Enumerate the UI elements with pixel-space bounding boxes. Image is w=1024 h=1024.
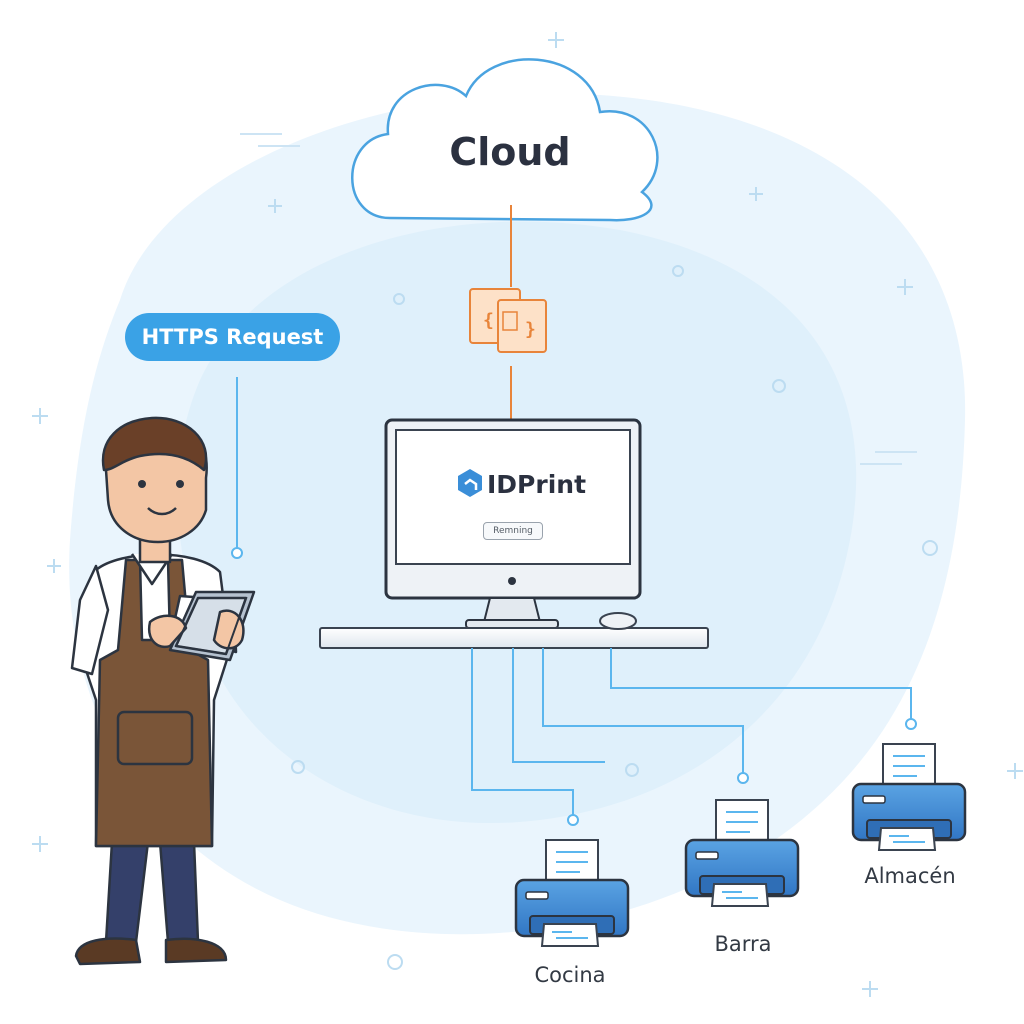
svg-text:{: { bbox=[483, 310, 494, 331]
cloud-icon bbox=[351, 58, 659, 222]
computer-monitor bbox=[384, 418, 642, 629]
printer-label-barra: Barra bbox=[714, 932, 772, 956]
sparkle-decoration bbox=[32, 32, 1023, 997]
idprint-logo-icon bbox=[458, 469, 482, 497]
mouse-icon bbox=[599, 612, 637, 630]
printer-icon bbox=[514, 839, 630, 947]
receipt-icon bbox=[540, 923, 600, 947]
cloud-label: Cloud bbox=[449, 130, 571, 174]
printer-icon bbox=[684, 799, 800, 907]
code-document-icon: { } bbox=[469, 288, 547, 353]
receipt-icon bbox=[877, 827, 937, 851]
svg-text:}: } bbox=[525, 319, 536, 340]
tablet-icon bbox=[174, 597, 248, 656]
printer-connectors bbox=[471, 648, 912, 816]
connector-node bbox=[231, 547, 243, 559]
waiter-face bbox=[138, 480, 184, 516]
printer-label-cocina: Cocina bbox=[534, 963, 606, 987]
desk bbox=[319, 627, 709, 649]
status-badge: Remning bbox=[483, 522, 543, 540]
app-name: IDPrint bbox=[487, 470, 587, 499]
connector-node bbox=[567, 718, 917, 826]
printer-label-almacen: Almacén bbox=[864, 864, 956, 888]
https-request-badge: HTTPS Request bbox=[125, 313, 340, 361]
receipt-icon bbox=[710, 883, 770, 907]
printer-icon bbox=[851, 743, 967, 851]
